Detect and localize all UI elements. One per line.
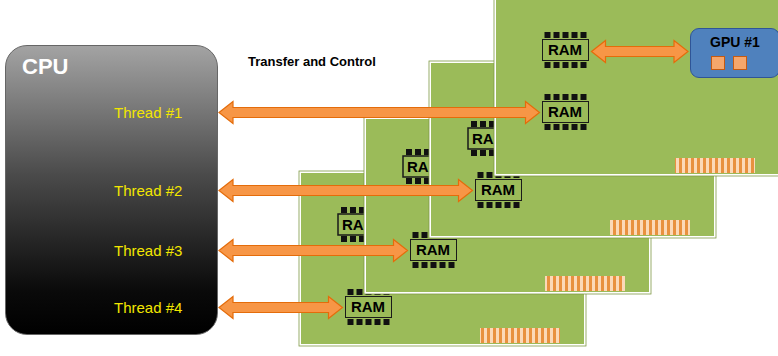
chip-pin [350,236,356,242]
section-heading: Transfer and Control [248,54,376,69]
chip-pin [554,32,560,38]
edge-connector [545,276,625,291]
chip-pin [415,178,421,184]
chip-pin [487,172,493,178]
chip-pin [375,319,381,325]
chip-pin [422,232,428,238]
chip-pin [478,202,484,208]
chip-pin [471,121,477,127]
chip-pin [480,150,486,156]
ram-name: RAM [481,181,515,198]
cpu-title: CPU [22,54,68,80]
edge-connector [675,158,755,173]
chip-pin [406,178,412,184]
chip-pin [341,236,347,242]
ram-label: RA [472,130,494,147]
chip-pin [413,262,419,268]
gpu-chip: GPU #1 [690,28,778,78]
graphics-card [494,0,778,176]
chip-pin [406,149,412,155]
transfer-arrow [219,297,343,319]
chip-pin [581,124,587,130]
chip-pin [496,202,502,208]
chip-pin [422,262,428,268]
chip-pin [563,124,569,130]
chip-pin [357,289,363,295]
card-board [495,0,778,175]
chip-pin [572,62,578,68]
chip-pin [545,32,551,38]
cpu-thread: Thread #1 [114,103,216,123]
thread-name: Thread #3 [114,242,182,259]
gpu-core [733,56,747,70]
chip-pin [471,150,477,156]
ram-chip: RAM [542,39,589,61]
ram-name: RAM [548,103,582,120]
chip-pin [431,262,437,268]
chip-pin [415,149,421,155]
ram-label: RA [342,216,364,233]
cpu-thread: Thread #2 [114,181,216,201]
transfer-arrow [219,240,408,262]
chip-pin [572,94,578,100]
thread-name: Thread #2 [114,182,182,199]
chip-pin [357,319,363,325]
chip-pin [563,32,569,38]
transfer-arrow [219,180,473,202]
chip-pin [545,62,551,68]
chip-pin [581,62,587,68]
transfer-arrow [592,41,689,63]
ram-chip: RAM [542,101,589,123]
transfer-arrow [219,102,540,124]
chip-pin [341,207,347,213]
gpu-core [711,56,725,70]
chip-pin [581,32,587,38]
chip-pin [366,319,372,325]
ram-label: RA [407,158,429,175]
chip-pin [545,94,551,100]
card-edge [494,0,778,176]
chip-pin [554,62,560,68]
gpu-title: GPU #1 [691,34,778,50]
ram-name: RAM [416,241,450,258]
chip-pin [572,32,578,38]
chip-pin [514,202,520,208]
chip-pin [554,94,560,100]
chip-pin [413,232,419,238]
chip-pin [478,172,484,178]
ram-chip: RAM [410,239,457,261]
chip-pin [554,124,560,130]
cpu-thread: Thread #4 [114,298,216,318]
chip-pin [480,121,486,127]
edge-connector [610,220,690,235]
chip-pin [545,124,551,130]
ram-chip: RAM [475,179,522,201]
chip-pin [487,202,493,208]
ram-name: RAM [351,298,385,315]
chip-pin [505,202,511,208]
chip-pin [348,289,354,295]
ram-name: RAM [548,41,582,58]
chip-pin [384,319,390,325]
ram-chip: RAM [345,296,392,318]
thread-name: Thread #4 [114,299,182,316]
cpu-thread: Thread #3 [114,241,216,261]
chip-pin [449,262,455,268]
thread-name: Thread #1 [114,104,182,121]
cpu-block: CPU Thread #1 Thread #2 Thread #3 Thread #4 [5,45,218,335]
chip-pin [348,319,354,325]
chip-pin [572,124,578,130]
chip-pin [563,62,569,68]
chip-pin [440,262,446,268]
chip-pin [563,94,569,100]
edge-connector [480,328,560,343]
chip-pin [581,94,587,100]
chip-pin [350,207,356,213]
